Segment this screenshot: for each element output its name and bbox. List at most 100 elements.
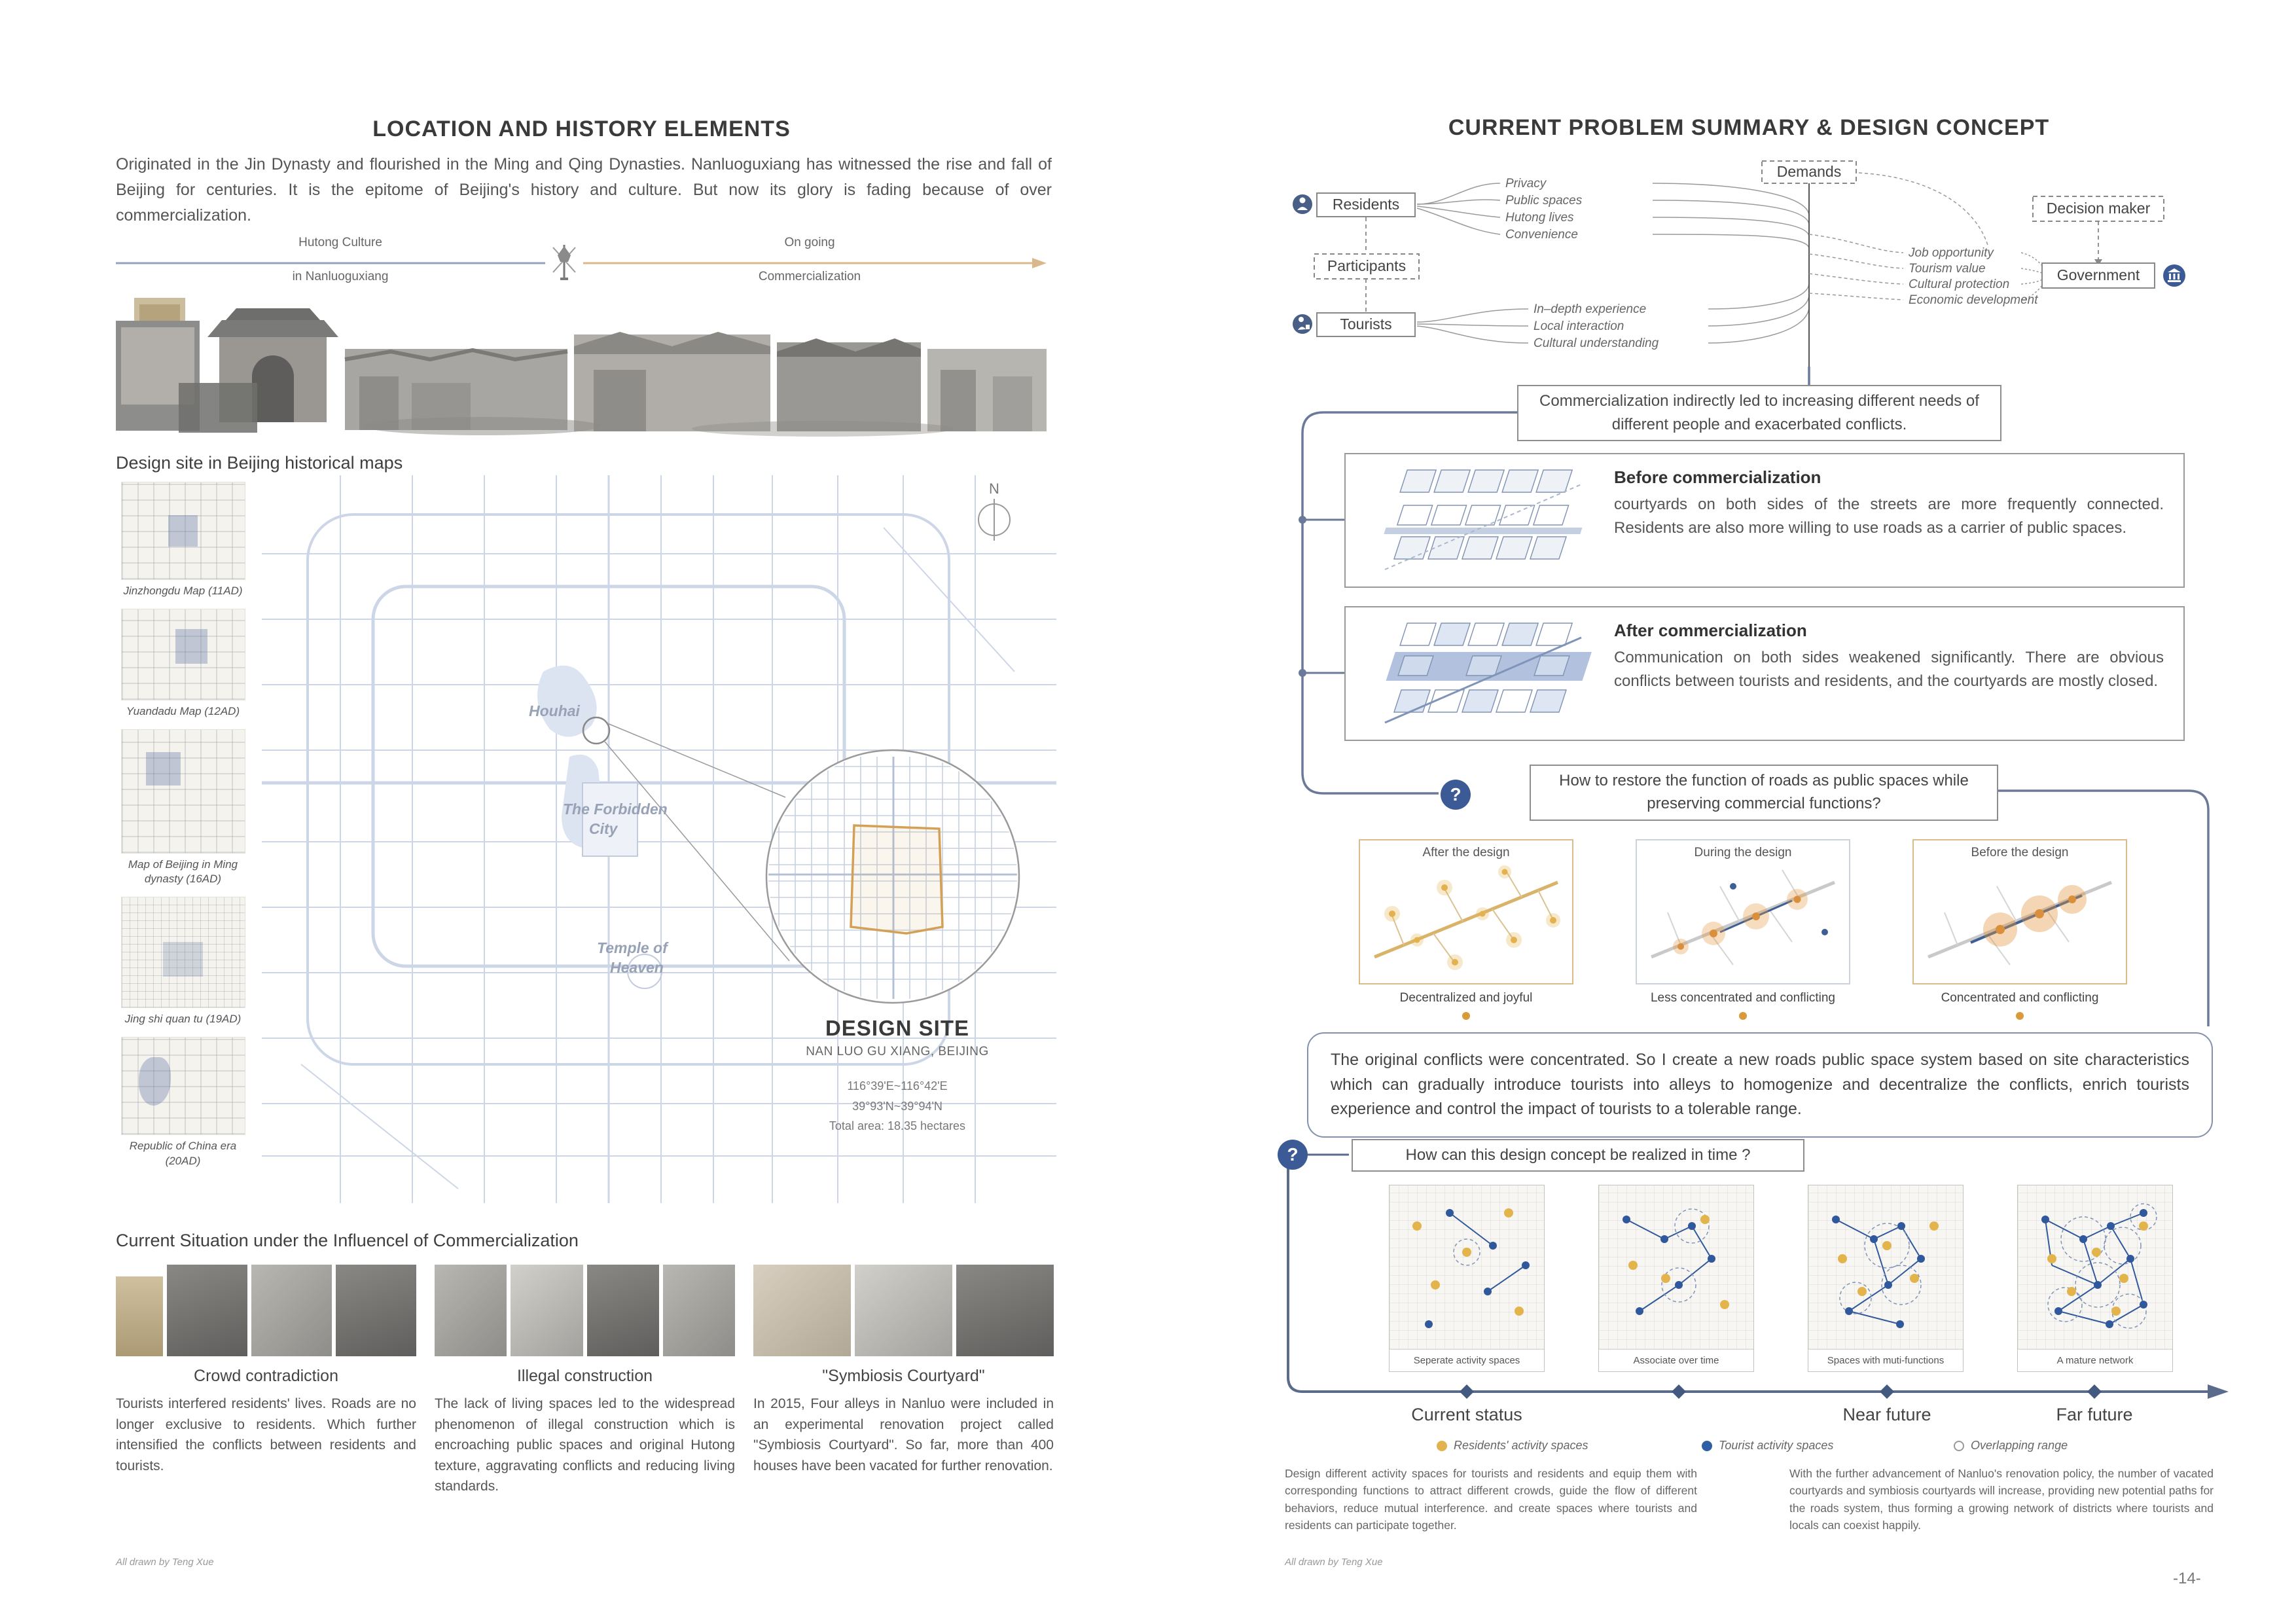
stage-caption: Less concentrated and conflicting	[1650, 991, 1835, 1005]
government-need: Tourism value	[1909, 262, 1986, 276]
left-footer: All drawn by Teng Xue	[116, 1557, 214, 1568]
right-page-title: CURRENT PROBLEM SUMMARY & DESIGN CONCEPT	[1285, 115, 2213, 141]
design-stage-card: Before the design	[1912, 839, 2127, 984]
residents-box: Residents	[1333, 196, 1399, 213]
photo	[753, 1265, 851, 1356]
phase-diagram	[1808, 1185, 1963, 1349]
phase-caption: Spaces with muti-functions	[1808, 1349, 1963, 1371]
design-stage-row: After the design	[1359, 839, 2127, 1020]
historical-map-thumb	[120, 609, 245, 701]
resident-need: Hutong lives	[1505, 211, 1574, 225]
legend-overlap: Overlapping range	[1954, 1439, 2068, 1453]
question-icon: ?	[1278, 1140, 1308, 1170]
historical-map-thumb	[120, 482, 245, 580]
beijing-map: N Houhai The Forbidden City Temple of He…	[262, 475, 1056, 1203]
network-diagram-mature	[2041, 1203, 2157, 1329]
design-site-boundary	[850, 824, 944, 935]
design-site-coords-e: 116°39'E~116°42'E	[847, 1079, 948, 1092]
phase-caption: Seperate activity spaces	[1390, 1349, 1544, 1371]
historical-map-caption: Jinzhongdu Map (11AD)	[123, 585, 243, 597]
bottom-note-left: Design different activity spaces for tou…	[1285, 1467, 1697, 1532]
question-icon: ?	[1441, 780, 1471, 810]
gate-silhouette	[207, 308, 338, 422]
phase-diagram	[1390, 1185, 1544, 1349]
design-site-title: DESIGN SITE	[825, 1016, 970, 1040]
phase-card: Associate over time	[1598, 1185, 1754, 1372]
phase-diagram	[2018, 1185, 2172, 1349]
photo	[855, 1265, 952, 1356]
historical-map-item: Yuandadu Map (12AD)	[116, 609, 250, 719]
photo	[251, 1265, 332, 1356]
photo-strip	[435, 1265, 735, 1356]
stage-connector-dot	[1462, 1012, 1470, 1020]
compass-north-icon: N	[978, 480, 1011, 541]
situation-column: Crowd contradiction Tourists interfered …	[116, 1265, 416, 1497]
conclusion-box: Commercialization indirectly led to incr…	[1517, 385, 2001, 441]
current-situation-heading: Current Situation under the Influencel o…	[116, 1231, 579, 1250]
timeline-right-top: On going	[784, 236, 835, 249]
government-need: Job opportunity	[1908, 246, 1994, 260]
historical-map-thumb	[120, 729, 245, 854]
temple-of-heaven-mark	[627, 954, 662, 989]
residents-icon	[1293, 194, 1312, 214]
question2-box: How can this design concept be realized …	[1352, 1139, 1804, 1172]
svg-text:N: N	[989, 480, 999, 497]
situation-title: Illegal construction	[516, 1367, 653, 1385]
before-title: Before commercialization	[1614, 467, 1821, 487]
photo	[662, 1265, 735, 1356]
street-lamp-icon	[552, 245, 576, 280]
stage-diagram-after	[1374, 865, 1560, 970]
situation-column: Illegal construction The lack of living …	[435, 1265, 735, 1497]
stage-diagram-during	[1651, 869, 1835, 965]
forbidden-city-block	[582, 782, 638, 857]
phase-caption: A mature network	[2018, 1349, 2172, 1371]
houhai-lake	[537, 665, 597, 737]
government-box: Government	[2057, 266, 2140, 283]
government-icon	[2163, 264, 2185, 287]
legend-tourists: Tourist activity spaces	[1702, 1439, 1833, 1453]
demands-box: Demands	[1777, 163, 1841, 180]
photo-strip	[753, 1265, 1054, 1356]
historical-map-caption: Republic of China era (20AD)	[129, 1140, 237, 1167]
historical-map-caption: Map of Beijing in Ming dynasty (16AD)	[128, 858, 238, 886]
phase-label-near: Near future	[1842, 1405, 1931, 1424]
current-situation-columns: Crowd contradiction Tourists interfered …	[116, 1265, 1054, 1497]
bottom-note-right: With the further advancement of Nanluo's…	[1789, 1467, 2214, 1532]
historical-map-caption: Yuandadu Map (12AD)	[126, 705, 240, 718]
after-commercialization-box: After commercialization Communication on…	[1344, 606, 2185, 741]
before-text-wrap: Before commercialization courtyards on b…	[1607, 454, 2182, 586]
map-label-forbidden-1: The Forbidden	[563, 801, 668, 818]
timeline-right-bottom: Commercialization	[758, 270, 861, 283]
question1-box: How to restore the function of roads as …	[1530, 765, 1998, 821]
phase-label-far: Far future	[2056, 1405, 2133, 1424]
page-number: -14-	[2173, 1570, 2201, 1587]
concept-paragraph: The original conflicts were concentrated…	[1307, 1032, 2213, 1138]
situation-text: In 2015, Four alleys in Nanluo were incl…	[753, 1396, 1054, 1473]
design-site-subtitle: NAN LUO GU XIANG, BEIJING	[806, 1045, 989, 1058]
stage-caption: Concentrated and conflicting	[1941, 991, 2099, 1005]
phase-card: Seperate activity spaces	[1389, 1185, 1545, 1372]
stage-diagram-before	[1928, 880, 2112, 965]
photo	[435, 1265, 507, 1356]
resident-need: Privacy	[1505, 177, 1547, 190]
before-commercialization-box: Before commercialization courtyards on b…	[1344, 453, 2185, 588]
photo	[511, 1265, 583, 1356]
before-text: courtyards on both sides of the streets …	[1614, 496, 2164, 537]
stakeholder-diagram: Residents Participants Tourists Demands …	[1293, 160, 2185, 373]
photo-strip	[116, 1265, 416, 1356]
question-mark: ?	[1287, 1144, 1299, 1164]
legend-residents: Residents' activity spaces	[1437, 1439, 1588, 1453]
question-mark: ?	[1450, 784, 1462, 804]
after-axon-illustration	[1384, 623, 1592, 724]
historical-map-thumb	[120, 897, 245, 1009]
phase-caption: Associate over time	[1599, 1349, 1753, 1371]
tourists-box: Tourists	[1340, 316, 1391, 333]
timeline-axis	[116, 245, 1047, 280]
stage-title: Before the design	[1971, 846, 2069, 859]
legend-label: Overlapping range	[1971, 1439, 2068, 1452]
left-page-title: LOCATION AND HISTORY ELEMENTS	[116, 117, 1047, 142]
legend-label: Tourist activity spaces	[1719, 1439, 1834, 1452]
phase-card: A mature network	[2017, 1185, 2173, 1372]
photo	[586, 1265, 659, 1356]
historical-map-item: Jinzhongdu Map (11AD)	[116, 482, 250, 598]
